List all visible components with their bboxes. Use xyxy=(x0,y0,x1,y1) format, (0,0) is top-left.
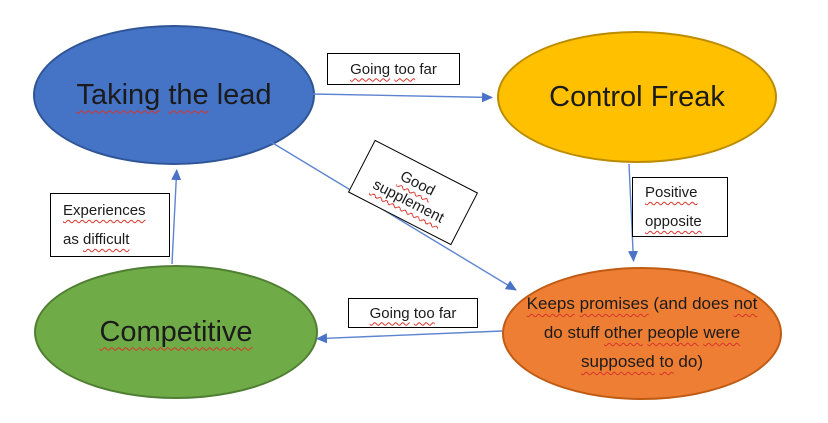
edge-label-good-supplement[interactable]: Good supplement xyxy=(347,139,479,246)
arrow-keeps-to-competitive[interactable] xyxy=(316,330,503,344)
node-keeps-promises-label: Keeps promises (and does not do stuff ot… xyxy=(527,290,758,377)
edge-label-going-too-far-top-text: Going too far xyxy=(350,60,437,78)
arrow-competitive-to-lead[interactable] xyxy=(171,169,182,265)
node-competitive[interactable]: Competitive xyxy=(34,265,318,399)
positive-line-2: opposite xyxy=(645,213,702,230)
edge-label-going-too-far-bottom-text: Going too far xyxy=(369,304,457,322)
node-control-freak[interactable]: Control Freak xyxy=(497,31,777,163)
edge-label-going-too-far-bottom[interactable]: Going too far xyxy=(348,298,478,328)
edge-label-going-too-far-top[interactable]: Going too far xyxy=(327,53,460,85)
positive-line-1: Positive xyxy=(645,184,698,201)
keeps-promises-line-2: do stuff other people were xyxy=(543,323,741,343)
keeps-promises-line-1: Keeps promises (and does not xyxy=(526,294,758,314)
experiences-line-2: as difficult xyxy=(63,231,130,248)
node-control-freak-label: Control Freak xyxy=(549,80,725,113)
node-taking-the-lead-label: Taking the lead xyxy=(76,78,272,111)
node-keeps-promises[interactable]: Keeps promises (and does not do stuff ot… xyxy=(502,267,782,400)
edge-label-experiences-as-difficult[interactable]: Experiences as difficult xyxy=(50,193,170,257)
keeps-promises-line-3: supposed to do) xyxy=(581,351,703,371)
node-competitive-label: Competitive xyxy=(99,315,253,348)
experiences-line-1: Experiences xyxy=(63,202,146,219)
edge-label-positive-opposite[interactable]: Positive opposite xyxy=(632,177,728,237)
node-taking-the-lead[interactable]: Taking the lead xyxy=(33,25,315,165)
arrow-lead-to-control[interactable] xyxy=(312,92,493,103)
